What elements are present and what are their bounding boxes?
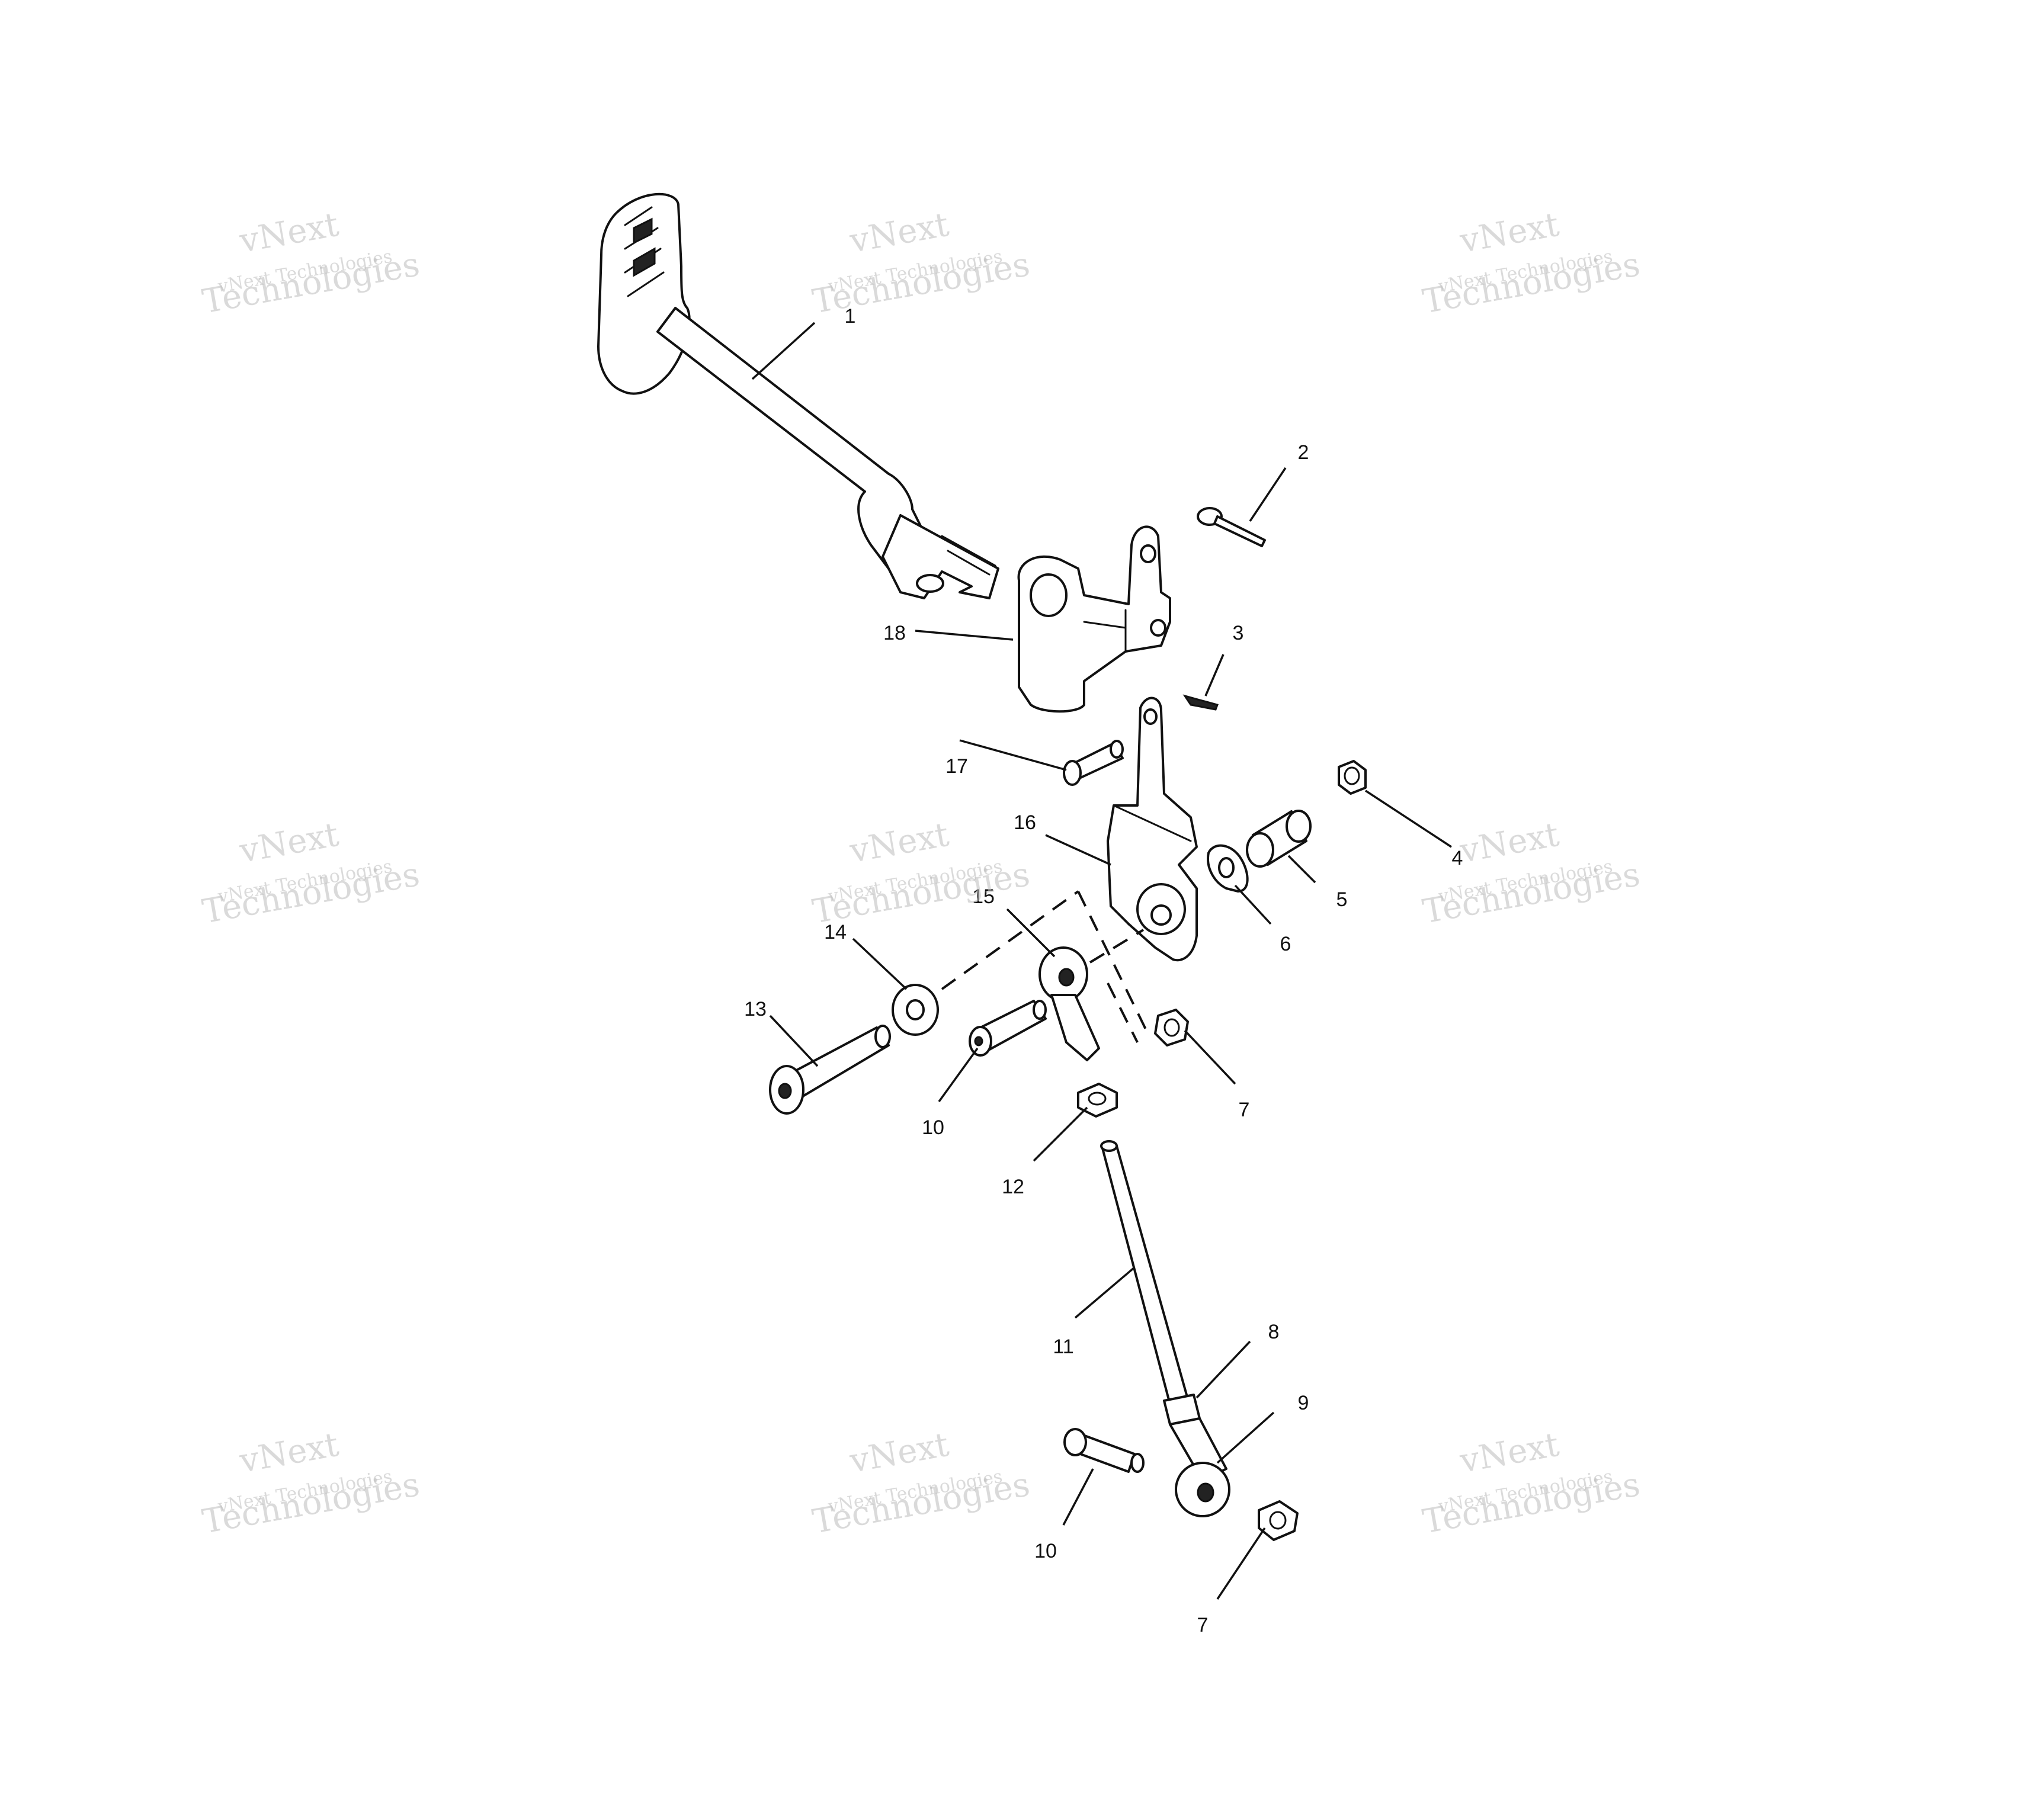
svg-text:Technologies: Technologies — [200, 245, 422, 321]
callout-3: 3 — [1233, 622, 1244, 644]
part-15-rod-end[interactable] — [1038, 946, 1100, 1061]
svg-text:vNext: vNext — [1457, 816, 1562, 871]
part-13-long-bolt[interactable] — [769, 1025, 891, 1115]
callout-14: 14 — [824, 921, 847, 943]
callout-16: 16 — [1014, 811, 1036, 834]
svg-text:Technologies: Technologies — [1420, 245, 1643, 321]
callout-2: 2 — [1298, 441, 1309, 464]
callout-10-lower: 10 — [1034, 1540, 1057, 1562]
svg-text:vNext: vNext — [847, 816, 952, 871]
svg-text:vNext: vNext — [236, 206, 342, 261]
part-11-link-rod[interactable] — [1100, 1140, 1192, 1417]
part-7-upper-nut[interactable] — [1154, 1009, 1189, 1047]
callout-6: 6 — [1280, 933, 1291, 955]
part-12-nut[interactable] — [1077, 1083, 1118, 1118]
part-7-lower-nut[interactable] — [1258, 1500, 1299, 1541]
watermark: vNext vNext Technologies Technologies — [200, 816, 422, 932]
leader-lines — [751, 322, 1452, 1600]
callout-18: 18 — [883, 622, 906, 644]
svg-text:vNext: vNext — [847, 206, 952, 261]
callout-10-upper: 10 — [922, 1116, 944, 1139]
part-16-pivot-arm[interactable] — [1107, 696, 1198, 962]
part-17-bolt[interactable] — [1063, 740, 1124, 786]
svg-text:vNext: vNext — [236, 816, 342, 871]
callout-13: 13 — [744, 998, 767, 1020]
part-10-upper-bolt[interactable] — [969, 1000, 1047, 1057]
part-4-nut[interactable] — [1338, 760, 1367, 795]
callout-12: 12 — [1002, 1176, 1024, 1198]
watermark: vNext vNext Technologies Technologies — [810, 206, 1033, 322]
svg-text:vNext: vNext — [1457, 1426, 1562, 1481]
svg-text:vNext: vNext — [236, 1426, 342, 1481]
watermark: vNext vNext Technologies Technologies — [200, 206, 422, 322]
watermark: vNext vNext Technologies Technologies — [810, 1426, 1033, 1542]
svg-text:Technologies: Technologies — [810, 245, 1033, 321]
watermark: vNext vNext Technologies Technologies — [1420, 1426, 1643, 1542]
part-1-brake-pedal[interactable] — [597, 192, 999, 599]
callout-5: 5 — [1336, 888, 1348, 911]
part-6-washer[interactable] — [1207, 844, 1249, 893]
callout-4: 4 — [1452, 847, 1463, 869]
callout-15: 15 — [972, 885, 995, 908]
svg-text:Technologies: Technologies — [200, 1465, 422, 1541]
svg-text:Technologies: Technologies — [810, 855, 1033, 931]
part-2-pin[interactable] — [1197, 507, 1266, 547]
callout-17: 17 — [945, 755, 968, 778]
part-3-cotter-pin[interactable] — [1182, 694, 1219, 711]
watermark: vNext vNext Technologies Technologies — [200, 1426, 422, 1542]
watermarks: vNext vNext Technologies Technologies vN… — [200, 206, 1643, 1542]
callout-7-upper: 7 — [1239, 1099, 1250, 1121]
svg-text:Technologies: Technologies — [810, 1465, 1033, 1541]
svg-text:vNext: vNext — [847, 1426, 952, 1481]
watermark: vNext vNext Technologies Technologies — [1420, 816, 1643, 932]
callout-1: 1 — [845, 305, 856, 328]
assembly-dashed-lines — [941, 890, 1150, 1043]
callout-8: 8 — [1268, 1321, 1280, 1343]
part-5-bushing[interactable] — [1246, 810, 1312, 868]
svg-text:vNext: vNext — [1457, 206, 1562, 261]
part-9-lower-rod-end[interactable] — [1169, 1417, 1230, 1517]
svg-text:Technologies: Technologies — [1420, 1465, 1643, 1541]
part-10-lower-bolt[interactable] — [1063, 1428, 1145, 1473]
part-18-bracket[interactable] — [1017, 525, 1171, 713]
callout-9: 9 — [1298, 1392, 1309, 1414]
watermark: vNext vNext Technologies Technologies — [810, 816, 1033, 932]
svg-text:Technologies: Technologies — [200, 855, 422, 931]
callout-labels: 1 2 3 4 5 6 7 7 8 9 10 10 11 12 13 14 15… — [744, 305, 1463, 1636]
watermark: vNext vNext Technologies Technologies — [1420, 206, 1643, 322]
callout-11: 11 — [1053, 1336, 1073, 1358]
part-14-washer[interactable] — [892, 984, 939, 1036]
callout-7-lower: 7 — [1197, 1614, 1209, 1636]
